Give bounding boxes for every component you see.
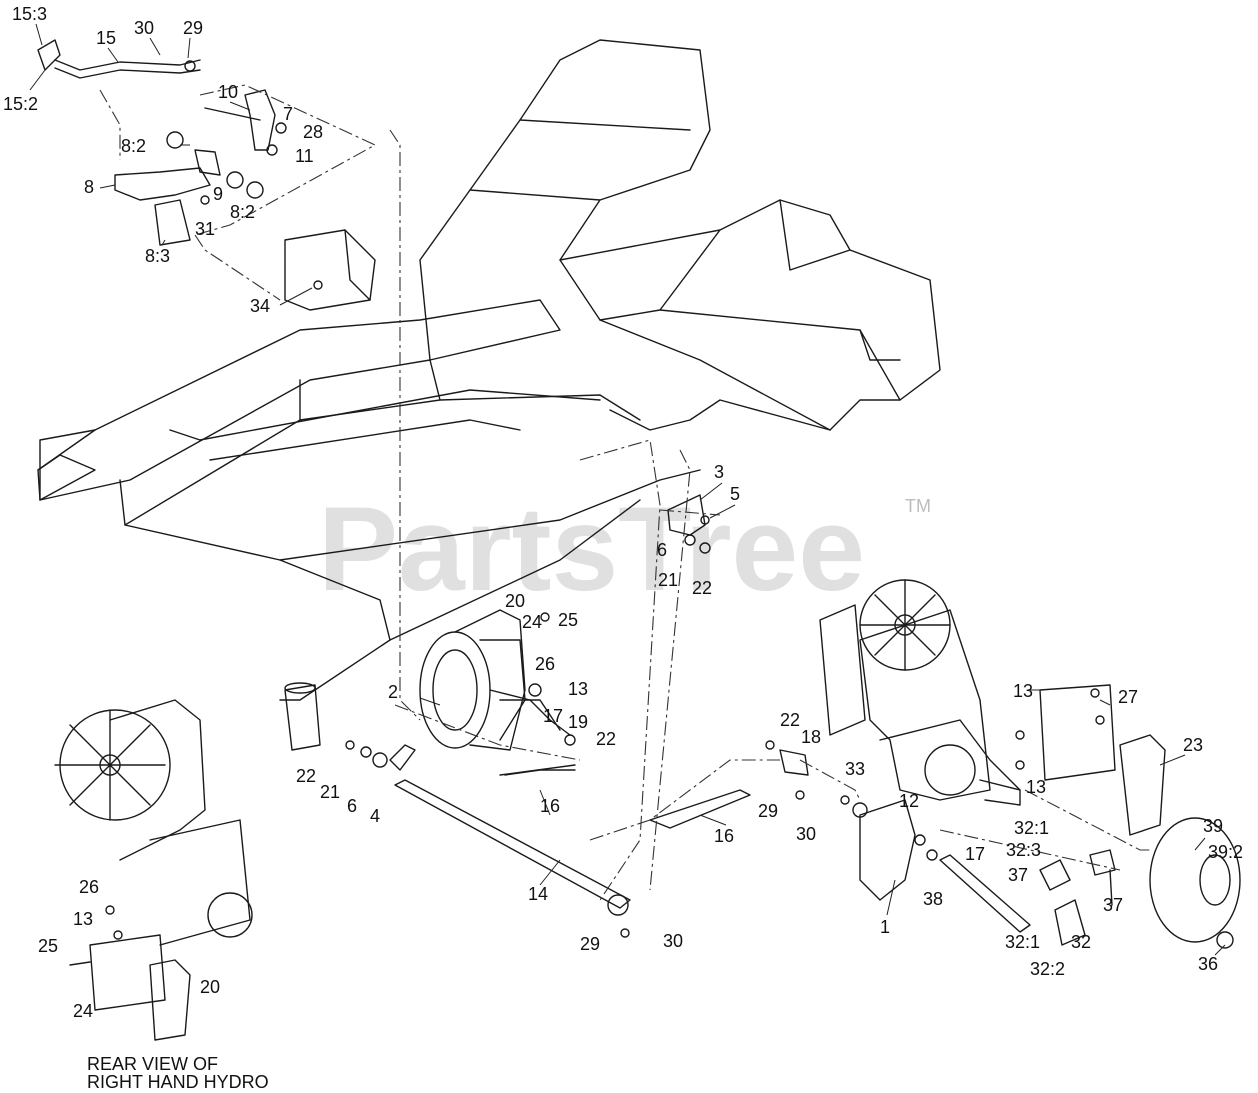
callout: 24 — [73, 1001, 93, 1021]
callout: 32:1 — [1014, 818, 1049, 838]
callout: 29 — [758, 801, 778, 821]
callout: 8 — [84, 177, 94, 197]
callout: 29 — [580, 934, 600, 954]
callout: 5 — [730, 484, 740, 504]
callout: 30 — [663, 931, 683, 951]
callout: 22 — [296, 766, 316, 786]
callout: 8:2 — [121, 136, 146, 156]
callout: 16 — [714, 826, 734, 846]
callout: 6 — [347, 796, 357, 816]
callout-labels: 15:3 15 30 29 15:2 10 7 28 8:2 11 8 9 31… — [3, 4, 1243, 1021]
callout: 15:2 — [3, 94, 38, 114]
callout: 37 — [1008, 865, 1028, 885]
callout: 30 — [134, 18, 154, 38]
callout: 37 — [1103, 895, 1123, 915]
callout: 13 — [73, 909, 93, 929]
callout: 32 — [1071, 932, 1091, 952]
callout: 7 — [283, 104, 293, 124]
callout: 39 — [1203, 816, 1223, 836]
caption-line-1: REAR VIEW OF — [87, 1054, 218, 1074]
rear-view-hydro — [54, 699, 253, 1041]
callout: 32:3 — [1006, 840, 1041, 860]
callout: 34 — [250, 296, 270, 316]
callout: 27 — [1118, 687, 1138, 707]
callout: 31 — [195, 219, 215, 239]
callout: 33 — [845, 759, 865, 779]
watermark-tm: TM — [905, 496, 931, 516]
callout: 13 — [1013, 681, 1033, 701]
callout: 21 — [320, 782, 340, 802]
callout: 15:3 — [12, 4, 47, 24]
callout: 2 — [388, 682, 398, 702]
callout: 17 — [543, 706, 563, 726]
callout: 22 — [596, 729, 616, 749]
callout: 17 — [965, 844, 985, 864]
callout: 32:1 — [1005, 932, 1040, 952]
callout: 1 — [880, 917, 890, 937]
callout: 16 — [540, 796, 560, 816]
assembly-outlines — [99, 84, 1150, 901]
callout: 23 — [1183, 735, 1203, 755]
caption-line-2: RIGHT HAND HYDRO — [87, 1072, 269, 1092]
callout: 3 — [714, 462, 724, 482]
callout: 8:2 — [230, 202, 255, 222]
callout: 39:2 — [1208, 842, 1243, 862]
chassis-frame — [37, 39, 941, 751]
callout: 10 — [218, 82, 238, 102]
callout: 32:2 — [1030, 959, 1065, 979]
upper-linkage — [37, 39, 323, 290]
callout: 22 — [692, 578, 712, 598]
callout: 20 — [200, 977, 220, 997]
callout: 25 — [558, 610, 578, 630]
callout: 25 — [38, 936, 58, 956]
callout: 4 — [370, 806, 380, 826]
callout: 29 — [183, 18, 203, 38]
callout: 36 — [1198, 954, 1218, 974]
callout: 8:3 — [145, 246, 170, 266]
callout: 11 — [295, 146, 314, 166]
leader-lines — [29, 23, 1226, 956]
right-hydro — [499, 579, 1241, 949]
callout: 20 — [505, 591, 525, 611]
callout: 24 — [522, 612, 542, 632]
callout: 9 — [213, 184, 223, 204]
callout: 26 — [535, 654, 555, 674]
callout: 6 — [657, 540, 667, 560]
callout: 21 — [658, 570, 678, 590]
callout: 28 — [303, 122, 323, 142]
callout: 38 — [923, 889, 943, 909]
callout: 30 — [796, 824, 816, 844]
callout: 12 — [899, 791, 919, 811]
callout: 26 — [79, 877, 99, 897]
callout: 13 — [1026, 777, 1046, 797]
watermark-text: PartsTree — [318, 482, 865, 616]
callout: 15 — [96, 28, 116, 48]
callout: 19 — [568, 712, 588, 732]
callout: 18 — [801, 727, 821, 747]
callout: 14 — [528, 884, 548, 904]
callout: 13 — [568, 679, 588, 699]
callout: 22 — [780, 710, 800, 730]
